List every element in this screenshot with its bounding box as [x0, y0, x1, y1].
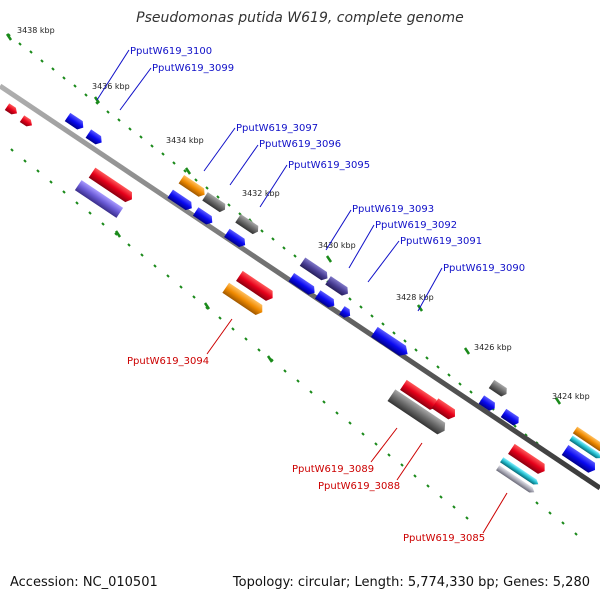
gene-label[interactable]: PputW619_3088 [318, 481, 400, 492]
gene-arrow[interactable] [288, 273, 318, 297]
gene-arrow[interactable] [88, 167, 136, 205]
gene-arrow[interactable] [500, 408, 522, 427]
gene-arrow[interactable] [478, 395, 498, 412]
gene-label[interactable]: PputW619_3092 [375, 220, 457, 231]
accession-text: Accession: NC_010501 [10, 575, 158, 590]
gene-label[interactable]: PputW619_3100 [130, 46, 212, 57]
scale-label: 3424 kbp [552, 392, 590, 401]
gene-arrow[interactable] [235, 214, 261, 236]
gene-label[interactable]: PputW619_3095 [288, 160, 370, 171]
gene-arrow[interactable] [19, 115, 34, 128]
gene-arrow[interactable] [192, 207, 215, 226]
gene-label[interactable]: PputW619_3091 [400, 236, 482, 247]
gene-arrow[interactable] [569, 435, 600, 460]
gene-arrow[interactable] [500, 457, 540, 486]
gene-label[interactable]: PputW619_3090 [443, 263, 525, 274]
gene-arrow[interactable] [74, 180, 124, 218]
leader-lines [96, 49, 508, 534]
gene-label[interactable]: PputW619_3096 [259, 139, 341, 150]
gene-arrow[interactable] [202, 192, 228, 214]
gene-arrow[interactable] [400, 379, 440, 412]
gene-arrow[interactable] [85, 129, 105, 146]
scale-labels: 3438 kbp 3436 kbp 3434 kbp 3432 kbp 3430… [17, 26, 590, 401]
gene-arrow[interactable] [572, 426, 600, 454]
gene-arrow[interactable] [299, 257, 330, 283]
gene-arrow[interactable] [224, 228, 248, 250]
gene-arrow[interactable] [167, 189, 194, 213]
gene-arrow[interactable] [64, 112, 86, 132]
gene-arrow[interactable] [496, 465, 536, 494]
gene-arrow[interactable] [4, 103, 19, 116]
gene-arrow[interactable] [325, 276, 351, 298]
gene-arrow[interactable] [236, 270, 276, 303]
gene-arrow[interactable] [508, 443, 548, 476]
gene-arrow[interactable] [488, 379, 510, 398]
scale-label: 3430 kbp [318, 241, 356, 250]
gene-label[interactable]: PputW619_3085 [403, 533, 485, 544]
map-title: Pseudomonas putida W619, complete genome [136, 10, 464, 26]
gene-label[interactable]: PputW619_3099 [152, 63, 234, 74]
gene-label[interactable]: PputW619_3097 [236, 123, 318, 134]
genome-summary-text: Topology: circular; Length: 5,774,330 bp… [232, 575, 590, 590]
gene-arrow[interactable] [371, 326, 411, 359]
gene-arrow[interactable] [339, 306, 353, 320]
gene-labels-bottom: PputW619_3094 PputW619_3089 PputW619_308… [127, 356, 485, 544]
scale-label: 3432 kbp [242, 189, 280, 198]
inner-ticks [10, 148, 578, 536]
gene-arrow[interactable] [314, 290, 337, 309]
scale-label: 3436 kbp [92, 82, 130, 91]
scale-label: 3438 kbp [17, 26, 55, 35]
scale-label: 3426 kbp [474, 343, 512, 352]
scale-label: 3434 kbp [166, 136, 204, 145]
gene-arrow[interactable] [178, 175, 208, 199]
gene-arrow[interactable] [561, 445, 599, 475]
gene-label[interactable]: PputW619_3094 [127, 356, 209, 367]
gene-features [4, 103, 600, 494]
outer-ticks [5, 33, 583, 479]
gene-label[interactable]: PputW619_3089 [292, 464, 374, 475]
gene-arrow[interactable] [387, 389, 449, 436]
scale-label: 3428 kbp [396, 293, 434, 302]
gene-labels-top: PputW619_3100 PputW619_3099 PputW619_309… [130, 46, 525, 274]
gene-arrow[interactable] [431, 398, 459, 421]
gene-arrow[interactable] [222, 282, 265, 317]
gene-label[interactable]: PputW619_3093 [352, 204, 434, 215]
